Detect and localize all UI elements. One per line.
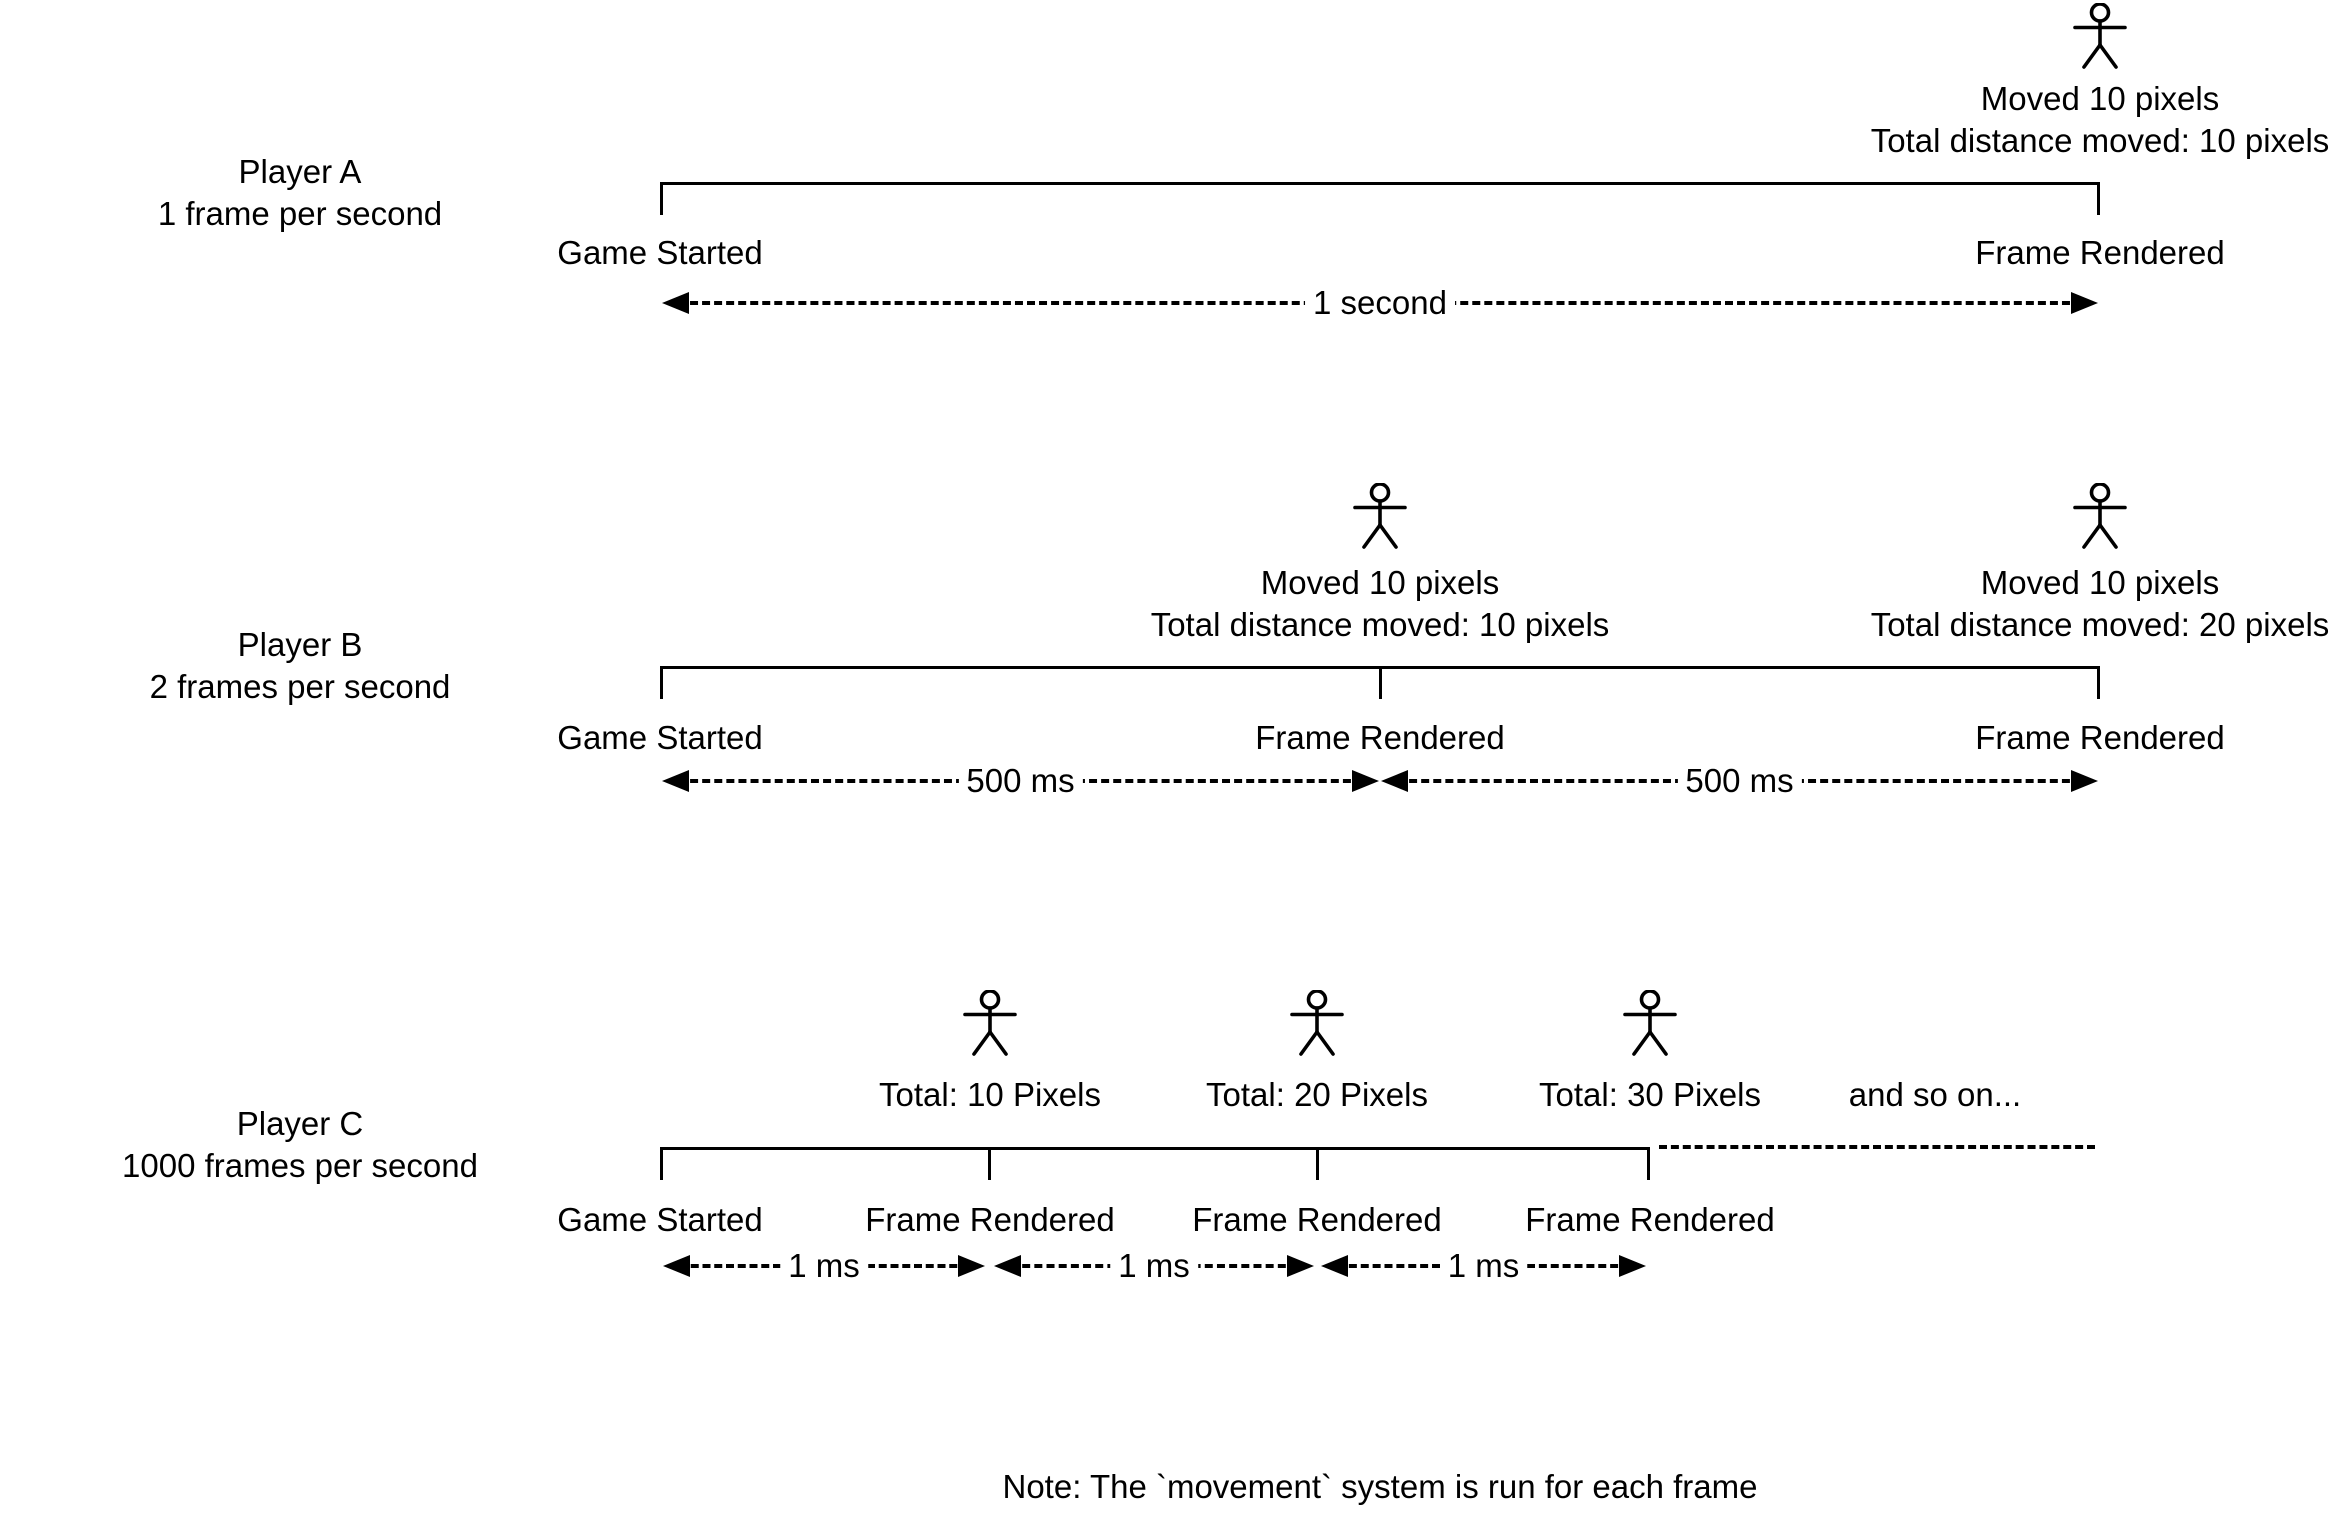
arrowhead-right-icon: [2071, 770, 2098, 792]
total-distance-label: Total distance moved: 10 pixels: [1870, 122, 2330, 159]
moved-label: Moved 10 pixels: [1980, 80, 2220, 117]
game-started-label: Game Started: [557, 1201, 763, 1238]
frame-rendered-label: Frame Rendered: [1975, 719, 2225, 756]
arrowhead-left-icon: [662, 292, 689, 314]
total-distance-label: Total distance moved: 20 pixels: [1870, 606, 2330, 643]
duration-arrow: 1 ms: [1321, 1245, 1646, 1287]
arrowhead-right-icon: [2071, 292, 2098, 314]
arrowhead-right-icon: [1619, 1255, 1646, 1277]
player-a-rate: 1 frame per second: [157, 195, 443, 232]
duration-arrow: 1 ms: [994, 1245, 1314, 1287]
duration-arrow: 500 ms: [1381, 760, 2098, 802]
duration-label: 1 ms: [1110, 1245, 1198, 1287]
timeline-bracket: [660, 1147, 1650, 1180]
duration-label: 1 ms: [1439, 1245, 1528, 1287]
moved-label: Moved 10 pixels: [1980, 564, 2220, 601]
moved-label: Moved 10 pixels: [1260, 564, 1500, 601]
frame-rendered-label: Frame Rendered: [1255, 719, 1505, 756]
bracket-tick: [2097, 669, 2100, 699]
player-a-name: Player A: [238, 153, 362, 190]
bracket-tick: [660, 1150, 663, 1180]
player-b-name: Player B: [237, 626, 363, 663]
and-so-on-label: and so on...: [1848, 1076, 2022, 1113]
stick-figure-icon: [960, 990, 1020, 1056]
stick-figure-icon: [1287, 990, 1347, 1056]
bracket-tick: [660, 669, 663, 699]
duration-arrow: 1 ms: [663, 1245, 985, 1287]
game-started-label: Game Started: [557, 719, 763, 756]
arrowhead-left-icon: [662, 770, 689, 792]
arrowhead-left-icon: [1381, 770, 1408, 792]
bracket-tick: [660, 185, 663, 215]
frame-rendered-label: Frame Rendered: [865, 1201, 1115, 1238]
total-pixels-label: Total: 30 Pixels: [1539, 1076, 1761, 1113]
stick-figure-icon: [2070, 483, 2130, 549]
player-b-rate: 2 frames per second: [149, 668, 451, 705]
bracket-tick: [988, 1150, 991, 1180]
arrowhead-left-icon: [994, 1255, 1021, 1277]
game-started-label: Game Started: [557, 234, 763, 271]
stick-figure-icon: [1350, 483, 1410, 549]
bracket-tick: [1378, 669, 1382, 699]
arrowhead-right-icon: [1352, 770, 1379, 792]
arrowhead-left-icon: [1321, 1255, 1348, 1277]
arrowhead-right-icon: [958, 1255, 985, 1277]
arrowhead-left-icon: [663, 1255, 690, 1277]
timeline-bracket: [660, 666, 2100, 699]
duration-arrow: 500 ms: [662, 760, 1379, 802]
arrowhead-right-icon: [1287, 1255, 1314, 1277]
player-c-name: Player C: [236, 1105, 364, 1142]
frame-rendered-label: Frame Rendered: [1975, 234, 2225, 271]
stick-figure-icon: [2070, 3, 2130, 69]
total-distance-label: Total distance moved: 10 pixels: [1150, 606, 1610, 643]
footer-note: Note: The `movement` system is run for e…: [1002, 1468, 1758, 1505]
frame-rendered-label: Frame Rendered: [1192, 1201, 1442, 1238]
bracket-tick: [2097, 185, 2100, 215]
bracket-tick: [1647, 1150, 1650, 1180]
duration-arrow: 1 second: [662, 282, 2098, 324]
duration-label: 500 ms: [958, 760, 1083, 802]
timeline-bracket: [660, 182, 2100, 215]
stick-figure-icon: [1620, 990, 1680, 1056]
duration-label: 500 ms: [1677, 760, 1802, 802]
player-c-rate: 1000 frames per second: [122, 1147, 478, 1184]
total-pixels-label: Total: 10 Pixels: [879, 1076, 1101, 1113]
bracket-tick: [1316, 1150, 1319, 1180]
timeline-continuation-dashed-line: [1659, 1145, 2095, 1149]
duration-label: 1 second: [1305, 282, 1455, 324]
duration-label: 1 ms: [780, 1245, 868, 1287]
total-pixels-label: Total: 20 Pixels: [1206, 1076, 1428, 1113]
frame-rendered-label: Frame Rendered: [1525, 1201, 1775, 1238]
